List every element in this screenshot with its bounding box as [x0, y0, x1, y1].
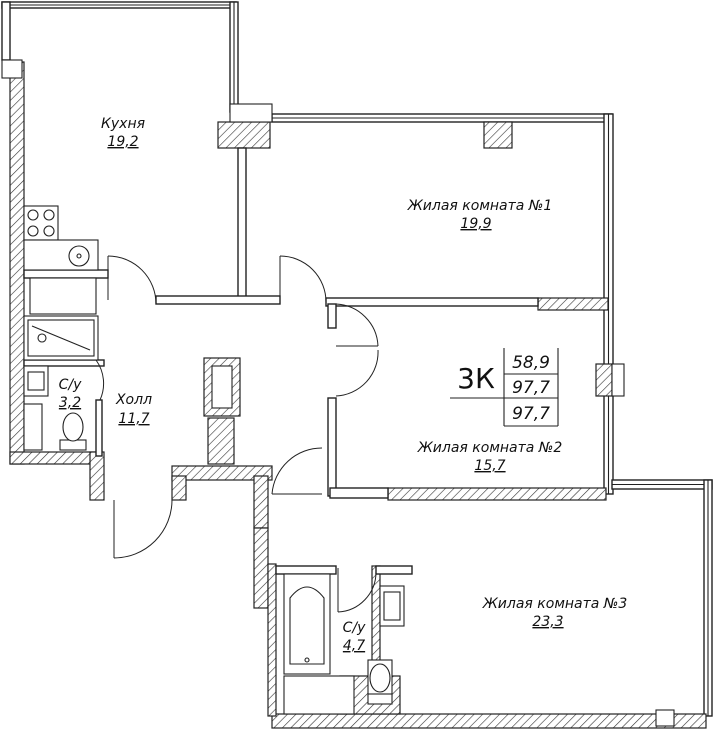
kitchen-area: 19,2	[107, 134, 138, 150]
bath1-name: С/у	[59, 377, 82, 393]
bath1-area: 3,2	[59, 395, 81, 411]
total-area-balcony-value: 97,7	[512, 404, 550, 424]
kitchen-fixtures	[23, 205, 99, 315]
hall-area: 11,7	[118, 411, 149, 427]
total-area-value: 97,7	[512, 378, 550, 398]
living3-name: Жилая комната №3	[482, 596, 628, 612]
bath2-fixtures	[283, 573, 405, 715]
sink-icon	[68, 245, 90, 267]
living1-area: 19,9	[460, 216, 491, 232]
partitions	[23, 147, 539, 575]
living1-name: Жилая комната №1	[407, 198, 553, 214]
apartment-type: 3К	[457, 362, 495, 395]
doors	[95, 255, 379, 613]
living2-name: Жилая комната №2	[417, 440, 563, 456]
summary-block: 3К 58,9 97,7 97,7	[450, 348, 559, 427]
counter-icon	[29, 277, 97, 315]
bathtub-icon	[283, 573, 331, 675]
living2-area: 15,7	[474, 458, 505, 474]
living-area-value: 58,9	[512, 353, 550, 373]
living3-area: 23,3	[532, 614, 563, 630]
hall-name: Холл	[115, 392, 152, 408]
kitchen-name: Кухня	[101, 116, 145, 132]
bath2-name: С/у	[343, 620, 366, 636]
bath1-fixtures	[23, 315, 99, 451]
toilet-icon	[369, 663, 391, 693]
room-labels: Кухня 19,2 Жилая комната №1 19,9 Жилая к…	[59, 116, 628, 654]
bath2-area: 4,7	[343, 638, 365, 654]
